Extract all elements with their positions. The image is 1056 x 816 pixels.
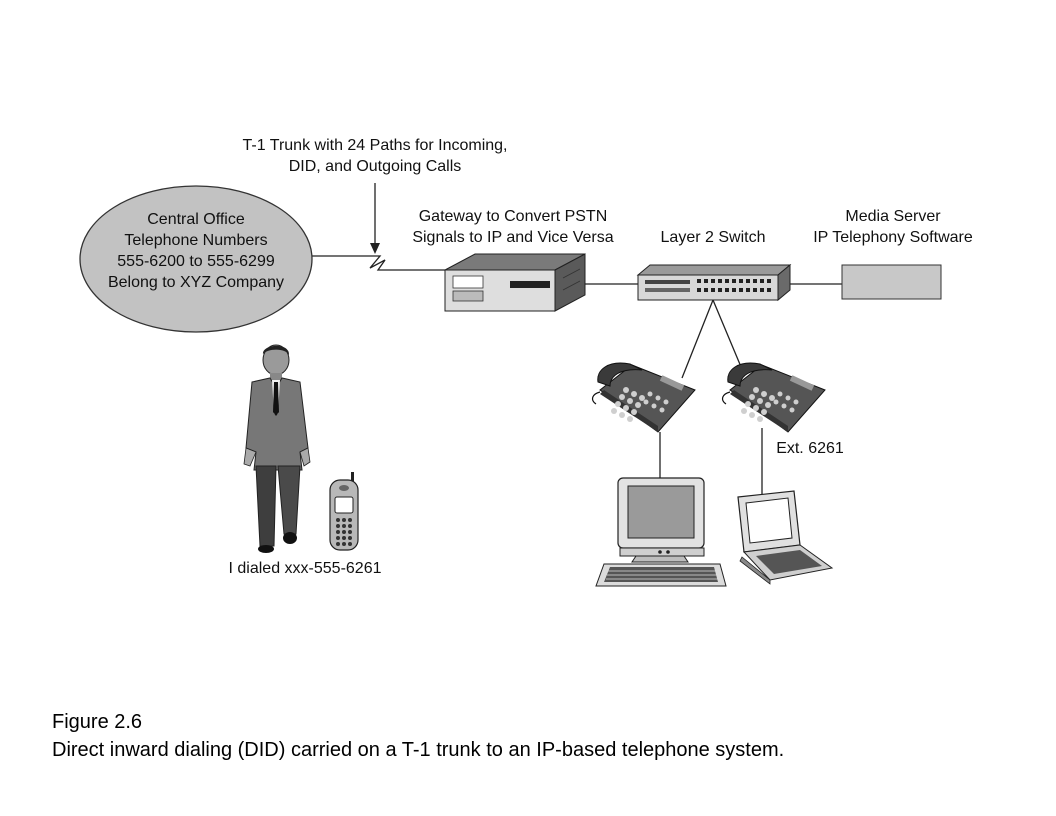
- connection-lines: [312, 255, 842, 495]
- central-office-label: Central Office Telephone Numbers 555-620…: [107, 211, 285, 291]
- gateway-label: Gateway to Convert PSTN Signals to IP an…: [412, 208, 614, 246]
- switch-label: Layer 2 Switch: [660, 229, 766, 246]
- central-office-ellipse: [79, 185, 313, 333]
- desktop-computer: [595, 477, 727, 587]
- t1-trunk-line: [312, 255, 445, 271]
- caller-label: I dialed xxx-555-6261: [228, 560, 382, 577]
- extension-label: Ext. 6261: [776, 440, 844, 457]
- person-figure: [243, 344, 311, 553]
- switch-phone-left-link: [681, 299, 714, 379]
- layer2-switch-device: [636, 263, 792, 302]
- ip-phone-right: [721, 362, 826, 433]
- media-server-box: [841, 264, 942, 300]
- figure-number: Figure 2.6: [52, 711, 143, 733]
- trunk-pointer-arrow: [370, 183, 380, 254]
- media-server-label: Media Server IP Telephony Software: [813, 208, 973, 246]
- laptop-computer: [737, 490, 834, 585]
- figure-caption: Direct inward dialing (DID) carried on a…: [52, 739, 785, 761]
- ip-phone-left: [591, 362, 696, 433]
- gateway-device: [444, 253, 586, 312]
- switch-phone-right-link: [712, 299, 745, 375]
- cell-phone: [329, 472, 359, 551]
- trunk-label: T-1 Trunk with 24 Paths for Incoming, DI…: [242, 137, 508, 175]
